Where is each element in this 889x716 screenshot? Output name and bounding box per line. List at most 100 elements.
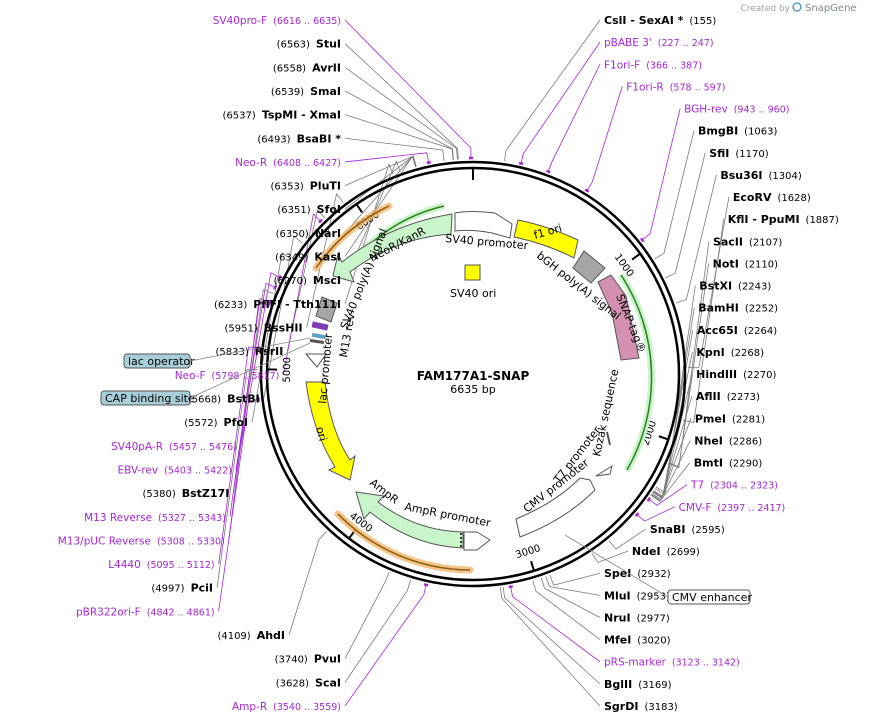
sv40-ori-box — [464, 264, 481, 281]
site-connector — [216, 369, 259, 588]
primer-range: (3540 .. 3559) — [273, 702, 341, 713]
site-position: (6351) — [277, 205, 310, 216]
lac-promoter-arrow — [304, 353, 327, 368]
primer-marker — [640, 237, 645, 243]
site-connector — [344, 579, 412, 683]
primer-marker — [646, 497, 652, 502]
primer-label: pBR322ori-F (4842 .. 4861) — [76, 606, 215, 618]
site-position: (2699) — [667, 547, 700, 558]
site-name: BssHII — [264, 322, 303, 335]
primer-connector — [218, 346, 260, 565]
primer-range: (5308 .. 5330) — [157, 536, 225, 547]
primer-range: (227 .. 247) — [658, 38, 714, 49]
ruler-tick — [658, 435, 669, 441]
site-name: BmgBI — [698, 125, 738, 138]
site-label: (5951)BssHII — [224, 322, 302, 335]
primer-range: (4842 .. 4861) — [147, 607, 215, 618]
site-label: SacII (2107) — [713, 235, 782, 248]
site-position: (2953) — [637, 591, 670, 602]
primer-connector — [344, 19, 472, 160]
site-name: BstXI — [699, 280, 732, 293]
site-position: (6493) — [257, 134, 290, 145]
site-label: SnaBI(2595) — [650, 523, 725, 536]
primer-label: pRS-marker(3123 .. 3142) — [604, 657, 740, 669]
site-label: SgrDI(3183) — [604, 700, 678, 713]
boxed-labels: lac operator CAP binding site CMV enhanc… — [100, 337, 752, 605]
site-position: (2268) — [731, 348, 764, 359]
primer-label: M13 Reverse(5327 .. 5343) — [84, 512, 226, 524]
site-position: (3628) — [276, 678, 309, 689]
site-name: StuI — [316, 38, 341, 51]
cmv-promoter-arrow — [515, 477, 596, 538]
site-connector — [652, 373, 693, 499]
primer-marker — [318, 218, 323, 224]
site-name: CslI - SexAI * — [604, 14, 684, 27]
primer-connector — [641, 108, 681, 241]
primer-connector — [240, 272, 281, 446]
primer-name: M13/pUC Reverse — [58, 535, 151, 547]
primer-name: pBR322ori-F — [76, 606, 141, 618]
site-position: (6563) — [277, 40, 310, 51]
site-connector — [344, 571, 390, 659]
plasmid-title: FAM177A1-SNAP 6635 bp — [417, 369, 530, 396]
site-label: (5380)BstZ17I — [142, 487, 229, 500]
primer-connector — [283, 213, 322, 375]
primer-marker — [545, 169, 551, 174]
site-position: (4997) — [151, 584, 184, 595]
primer-marker — [634, 512, 640, 517]
primer-name: Neo-R — [235, 157, 267, 169]
primer-label: F1ori-F(366 .. 387) — [604, 59, 702, 71]
site-label: Acc65I(2264) — [697, 324, 777, 337]
snapgene-logo-icon — [792, 2, 802, 12]
site-connector — [665, 152, 706, 279]
site-connector — [591, 550, 629, 563]
primer-label: Amp-R(3540 .. 3559) — [232, 701, 341, 713]
lac-operator-label: lac operator — [128, 355, 195, 368]
site-label: NotI(2110) — [713, 257, 778, 270]
site-label: (3740)PvuI — [275, 653, 341, 666]
site-position: (6350) — [276, 229, 309, 240]
primer-connector — [229, 298, 271, 517]
site-position: (1304) — [769, 171, 802, 182]
site-position: (2110) — [745, 259, 778, 270]
primer-connector — [647, 484, 688, 506]
site-name: KflI - PpuMI — [728, 213, 800, 226]
site-position: (1063) — [744, 127, 777, 138]
primer-label: BGH-rev(943 .. 960) — [684, 104, 789, 116]
site-name: HindIII — [696, 368, 737, 381]
primer-label: CMV-F(2397 .. 2417) — [679, 502, 786, 514]
primer-connector — [218, 399, 260, 612]
site-name: PluTI — [310, 180, 341, 193]
site-name: SacII — [713, 235, 743, 248]
site-label: (6350)NarI — [276, 227, 341, 240]
credit-brand: SnapGene — [805, 3, 857, 14]
primer-label: M13/pUC Reverse (5308 .. 5330) — [58, 535, 225, 547]
site-position: (6233) — [214, 300, 247, 311]
primer-name: SV40pA-R — [111, 441, 163, 453]
site-name: Acc65I — [697, 324, 738, 337]
site-connector — [344, 43, 459, 160]
site-name: SfiI — [709, 147, 729, 160]
site-name: RsrII — [255, 345, 284, 358]
site-position: (2243) — [738, 282, 771, 293]
primer-label: EBV-rev(5403 .. 5422) — [117, 464, 231, 476]
primer-name: T7 — [690, 480, 704, 492]
feature-label-sv40-ori: SV40 ori — [450, 287, 496, 300]
site-connector — [344, 137, 445, 161]
site-label: BstXI (2243) — [699, 280, 771, 293]
plasmid-length: 6635 bp — [450, 383, 495, 396]
site-position: (3183) — [644, 702, 677, 713]
site-position: (2107) — [749, 237, 782, 248]
primer-range: (6616 .. 6635) — [273, 16, 341, 27]
site-name: NruI — [604, 611, 631, 624]
site-label: NruI (2977) — [604, 611, 670, 624]
site-position: (2977) — [637, 613, 670, 624]
ampr-orange-arc-core — [337, 513, 471, 571]
site-connector — [344, 66, 458, 160]
site-label: (6537)TspMI - XmaI — [223, 109, 341, 122]
site-name: PfoI — [224, 416, 249, 429]
primer-range: (5457 .. 5476) — [169, 442, 237, 453]
ampr-feature-arrow — [355, 491, 464, 549]
primer-name: CMV-F — [679, 502, 712, 514]
